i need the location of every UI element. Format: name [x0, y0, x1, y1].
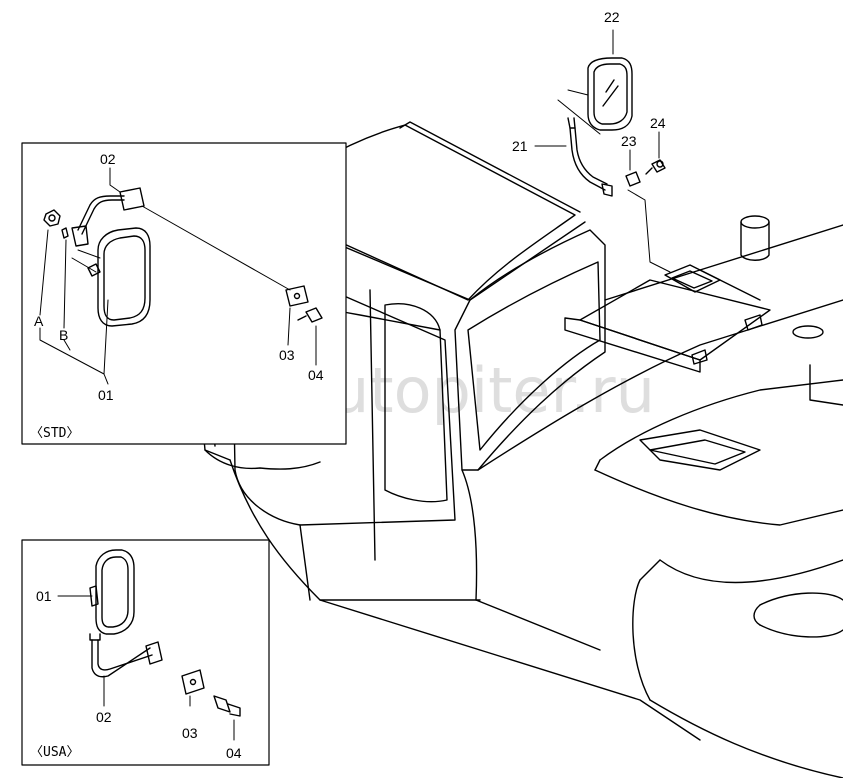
std-label-part-04: 04: [308, 367, 324, 383]
usa-mirror-assembly: [89, 549, 241, 717]
std-label-b: B: [59, 327, 68, 343]
usa-leader-lines: [57, 595, 235, 741]
screw-24: [645, 159, 666, 175]
clip-23: [625, 171, 641, 187]
std-inset-box: [21, 142, 347, 445]
std-mirror-assembly: [43, 187, 323, 327]
std-label-a: A: [34, 313, 44, 329]
usa-label-part-01: 01: [36, 588, 52, 604]
usa-label-part-03: 03: [182, 725, 198, 741]
usa-label-part-02: 02: [96, 709, 112, 725]
std-label-part-02: 02: [100, 151, 116, 167]
label-part-21: 21: [512, 138, 528, 154]
rear-mirror-22: [587, 57, 633, 131]
usa-caption: 〈USA〉: [30, 745, 79, 760]
std-label-part-01: 01: [98, 387, 114, 403]
label-part-23: 23: [621, 133, 637, 149]
std-leader-lines: [39, 167, 317, 385]
label-part-24: 24: [650, 115, 666, 131]
std-caption: 〈STD〉: [30, 426, 79, 441]
usa-label-part-04: 04: [226, 745, 242, 761]
std-label-part-03: 03: [279, 347, 295, 363]
usa-inset-box: [21, 539, 270, 766]
label-part-22: 22: [604, 9, 620, 25]
mirror-stay-21: [567, 117, 613, 197]
